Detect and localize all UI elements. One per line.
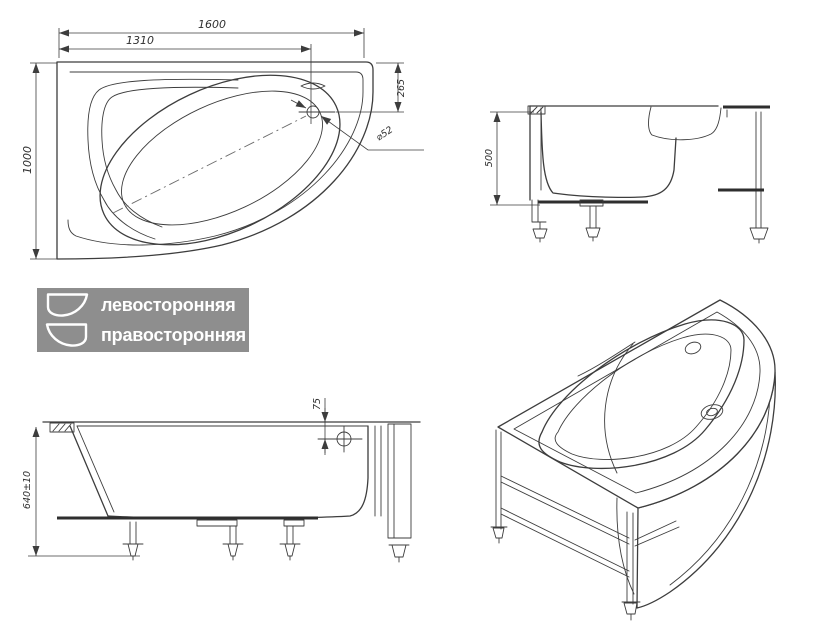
drain-icon	[290, 99, 336, 119]
dim-label-height: 500	[484, 149, 495, 167]
seat-hidden-contour	[648, 106, 722, 141]
frame-foot	[585, 205, 601, 242]
corner-bath-left-icon	[46, 293, 89, 317]
top-view-drawing: 1600 1310 1000 265 ⌀52	[21, 18, 424, 260]
side-view-drawing: 500	[484, 105, 770, 244]
corner-bath-right-icon	[45, 323, 88, 347]
dim-overall-width: 1600	[58, 18, 365, 58]
rim-bracket	[49, 422, 75, 433]
seat-curve	[604, 343, 634, 474]
dim-overflow-offset: 75	[312, 398, 329, 455]
legend-label-left: левосторонняя	[101, 295, 236, 315]
overflow-icon	[300, 82, 326, 90]
frame-foot	[621, 601, 641, 621]
frame-foot	[279, 525, 301, 561]
dim-label-width-to-drain: 1310	[126, 34, 154, 47]
rim-outer	[497, 299, 776, 509]
frame-rear-post	[755, 111, 762, 229]
orientation-legend: левосторонняя правосторонняя	[37, 288, 249, 352]
headrest-contour-inner	[101, 86, 239, 228]
dim-label-drain-diameter: ⌀52	[374, 124, 395, 143]
dim-label-overflow-offset: 75	[312, 398, 323, 410]
dim-height-with-frame: 640±10	[22, 427, 140, 557]
dim-width-to-drain: 1310	[59, 34, 312, 124]
frame-foot	[749, 227, 769, 244]
center-line	[112, 115, 307, 214]
frame-foot	[122, 521, 144, 561]
dim-height: 500	[484, 111, 540, 206]
legend-item-left: левосторонняя	[45, 291, 249, 319]
headrest-contour-outer	[87, 78, 239, 240]
tub-body-section	[540, 111, 677, 199]
front-view-drawing: 75 640±10	[22, 398, 421, 563]
support-frame	[531, 111, 769, 244]
fixing-panel	[387, 423, 412, 563]
basin-bottom-contour	[554, 333, 732, 460]
dim-label-drain-offset: 265	[396, 79, 407, 97]
dim-label-height-with-frame: 640±10	[22, 471, 33, 509]
isometric-view-drawing	[490, 299, 776, 621]
support-frame	[57, 516, 318, 561]
basin-opening	[538, 319, 745, 470]
legend-item-right: правосторонняя	[45, 321, 249, 349]
frame-foot	[490, 526, 508, 544]
dim-label-depth: 1000	[21, 146, 34, 174]
frame-foot	[222, 525, 244, 561]
drain-icon	[700, 404, 724, 420]
bath-outline	[56, 61, 374, 260]
frame-foot	[532, 221, 548, 243]
skirt-back-edge	[616, 497, 635, 595]
dim-label-overall-width: 1600	[198, 18, 226, 31]
dim-drain-offset: 265	[336, 62, 407, 113]
basin-inner	[121, 90, 323, 226]
support-frame	[490, 429, 680, 621]
legend-label-right: правосторонняя	[101, 325, 246, 345]
overflow-icon	[684, 341, 702, 355]
seat-curve-branch	[577, 341, 636, 377]
basin-outer	[99, 74, 341, 246]
dim-depth: 1000	[21, 62, 57, 260]
bath-inner-rim	[67, 71, 364, 246]
tub-body	[69, 425, 382, 519]
